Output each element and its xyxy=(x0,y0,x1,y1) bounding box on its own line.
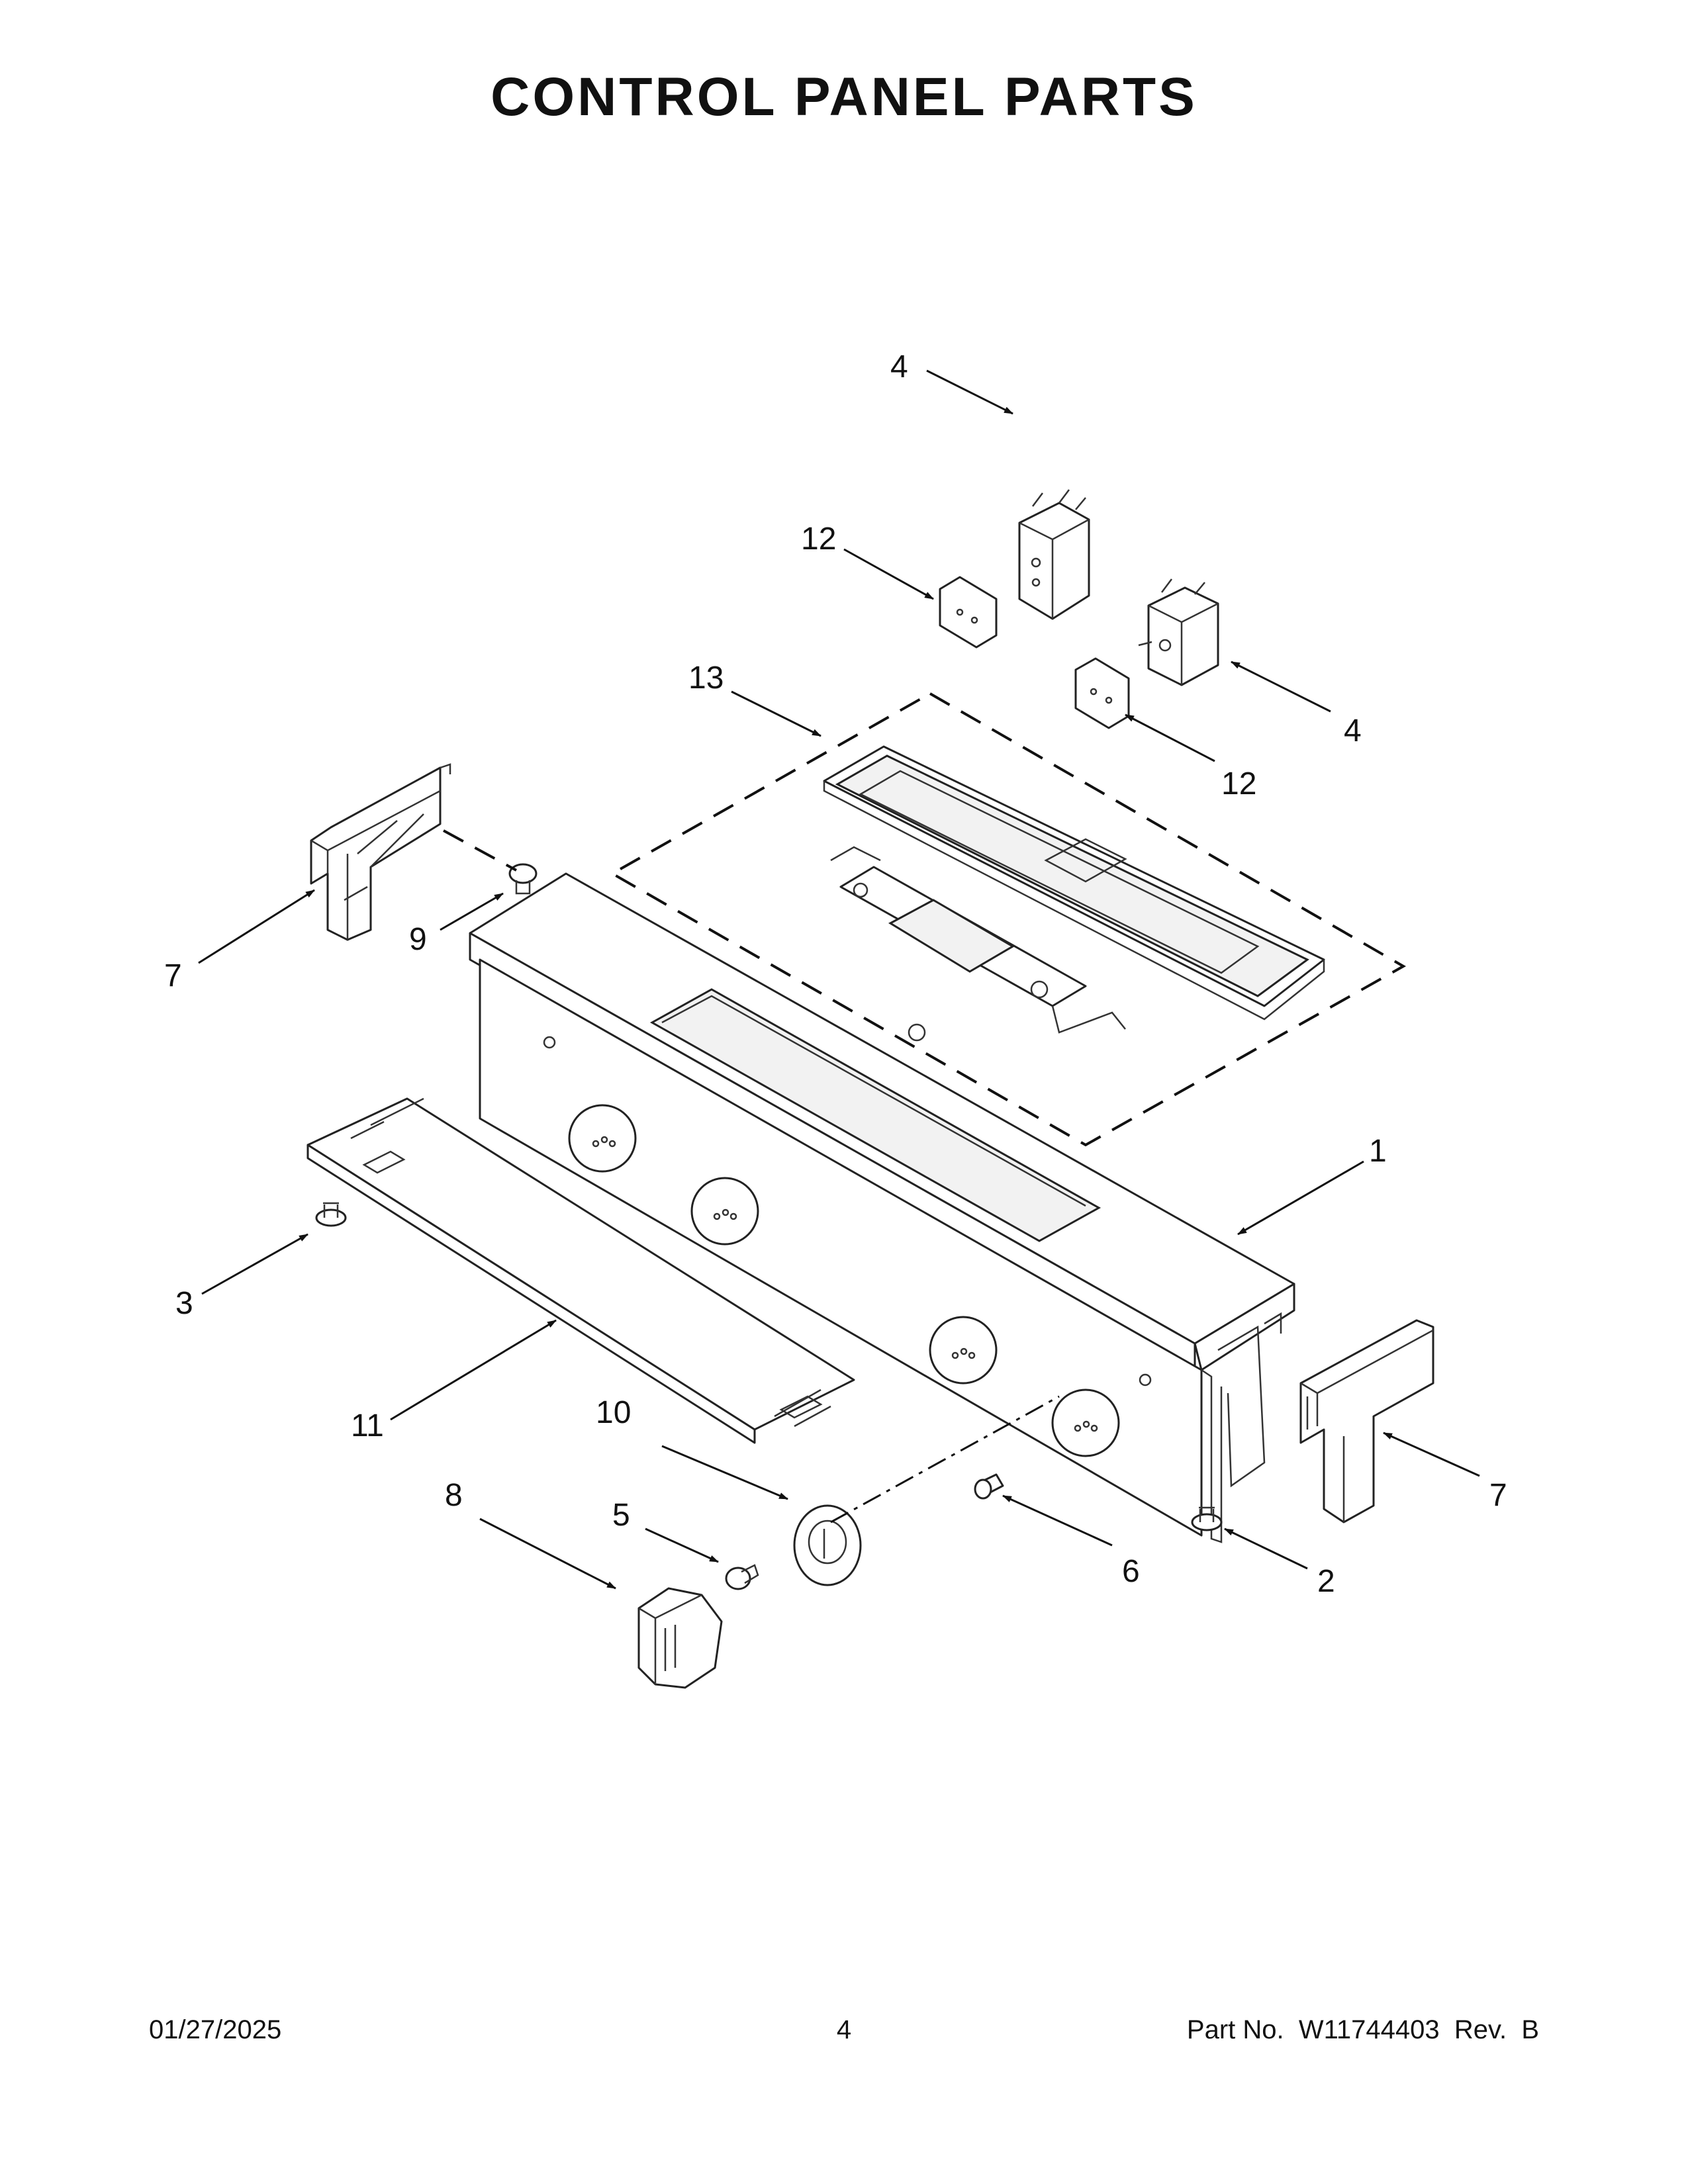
footer-part-number: Part No. W11744403 Rev. B xyxy=(1186,2015,1539,2044)
leveling-foot-left xyxy=(315,1202,347,1227)
infinite-switch-lower xyxy=(1138,578,1219,686)
footer-page-number: 4 xyxy=(836,2015,852,2044)
callout-12-upper: 12 xyxy=(801,522,836,557)
infinite-switch-upper xyxy=(1018,489,1090,620)
callout-5: 5 xyxy=(612,1498,630,1533)
callout-13: 13 xyxy=(688,660,724,696)
callout-12-lower: 12 xyxy=(1221,766,1256,801)
shaft-pin xyxy=(974,1473,1004,1500)
end-cap-right xyxy=(1299,1319,1434,1524)
leader-lines xyxy=(198,369,1480,1590)
control-knob xyxy=(637,1587,723,1689)
callout-7-right: 7 xyxy=(1489,1478,1507,1513)
callout-4-upper: 4 xyxy=(890,349,908,385)
knob-dashdot-line xyxy=(830,1395,1060,1524)
bottom-mounting-bracket xyxy=(306,1097,855,1444)
callout-2: 2 xyxy=(1317,1564,1335,1599)
callout-10: 10 xyxy=(596,1395,631,1430)
end-cap-left xyxy=(310,763,451,941)
leveling-foot-right xyxy=(1191,1506,1223,1531)
callout-11: 11 xyxy=(351,1408,384,1443)
electronic-control-board xyxy=(830,846,1126,1042)
insulator-lower xyxy=(1074,657,1130,729)
callout-6: 6 xyxy=(1122,1554,1140,1589)
insulator-upper xyxy=(939,576,998,649)
knob-screw xyxy=(725,1564,759,1590)
touch-control-panel xyxy=(823,745,1325,1021)
knob-bezel xyxy=(793,1504,862,1586)
callout-9: 9 xyxy=(409,922,427,957)
assembly-13-dashed-outline xyxy=(609,692,1407,1147)
footer-date: 01/27/2025 xyxy=(149,2015,282,2044)
bracket-dashed-line xyxy=(443,829,517,872)
callout-8: 8 xyxy=(445,1478,463,1513)
callout-3: 3 xyxy=(175,1286,193,1321)
page-title: CONTROL PANEL PARTS xyxy=(491,67,1197,127)
callout-4-lower: 4 xyxy=(1344,713,1362,749)
control-panel-housing xyxy=(469,872,1295,1543)
callout-7-left: 7 xyxy=(164,958,182,993)
callout-1: 1 xyxy=(1369,1134,1387,1169)
